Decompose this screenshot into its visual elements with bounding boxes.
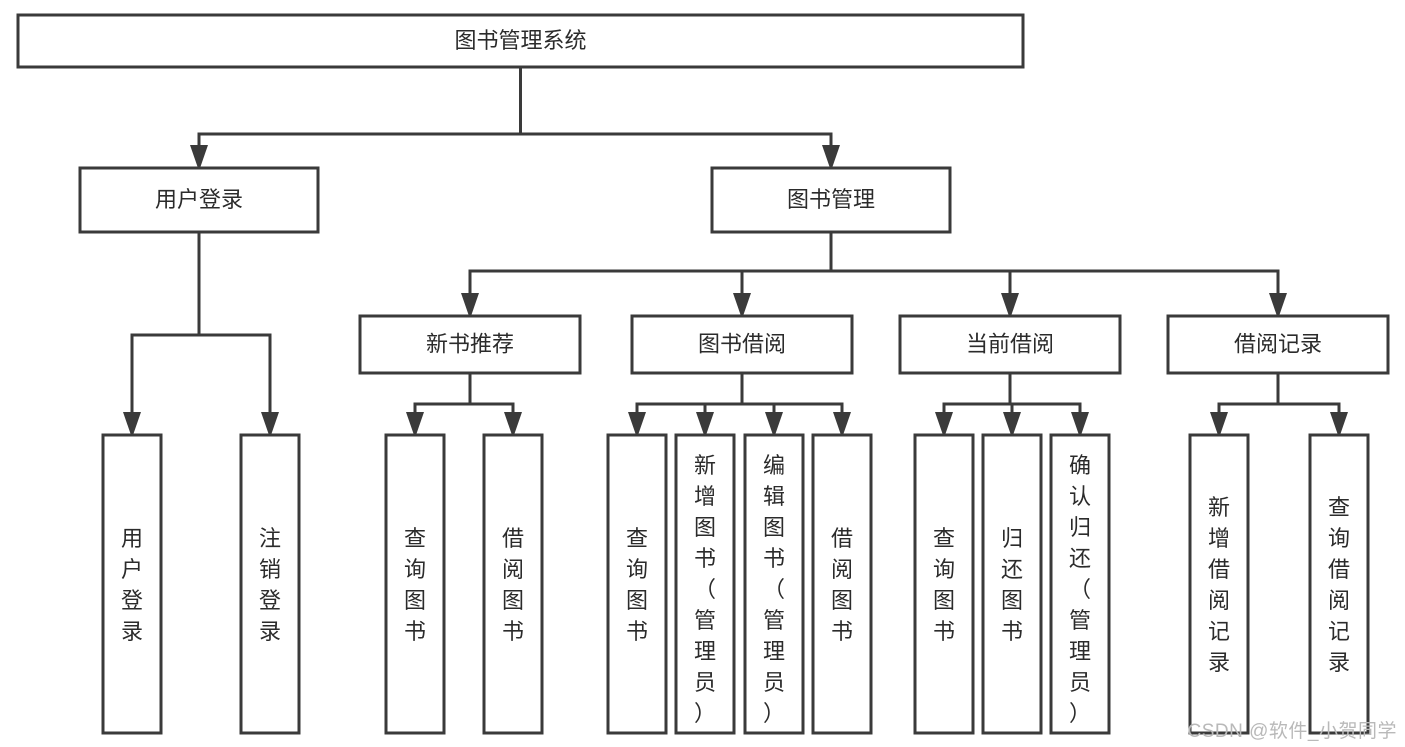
node-box xyxy=(1308,433,1370,735)
arrow-head-icon xyxy=(1330,412,1348,438)
arrow-head-icon xyxy=(1071,412,1089,438)
tree-node-l1_0[interactable]: 用户登录 xyxy=(78,166,320,234)
node-label: 新书推荐 xyxy=(426,331,514,356)
tree-node-leaf_10[interactable]: 确认归还（管理员） xyxy=(1049,433,1111,735)
node-box xyxy=(898,314,1122,375)
node-box xyxy=(101,433,163,735)
watermark-label: CSDN @软件_小贺同学 xyxy=(1187,721,1397,742)
connector-layer xyxy=(123,65,1348,438)
arrow-head-icon xyxy=(822,145,840,171)
arrow-head-icon xyxy=(628,412,646,438)
arrow-head-icon xyxy=(833,412,851,438)
tree-node-l2_2[interactable]: 当前借阅 xyxy=(898,314,1122,375)
node-box xyxy=(981,433,1043,735)
tree-node-l2_3[interactable]: 借阅记录 xyxy=(1166,314,1390,375)
node-box xyxy=(710,166,952,234)
arrow-head-icon xyxy=(504,412,522,438)
tree-node-leaf_3[interactable]: 借阅图书 xyxy=(482,433,544,735)
arrow-head-icon xyxy=(1269,293,1287,319)
tree-node-leaf_8[interactable]: 查询图书 xyxy=(913,433,975,735)
node-box xyxy=(384,433,446,735)
node-box xyxy=(78,166,320,234)
node-box xyxy=(811,433,873,735)
arrow-head-icon xyxy=(461,293,479,319)
tree-node-leaf_2[interactable]: 查询图书 xyxy=(384,433,446,735)
tree-node-l1_1[interactable]: 图书管理 xyxy=(710,166,952,234)
tree-node-leaf_11[interactable]: 新增借阅记录 xyxy=(1188,433,1250,735)
arrow-head-icon xyxy=(406,412,424,438)
node-label: 借阅图书 xyxy=(831,526,853,644)
node-label: 图书借阅 xyxy=(698,331,786,356)
arrow-head-icon xyxy=(1210,412,1228,438)
node-box xyxy=(630,314,854,375)
node-label: 归还图书 xyxy=(1001,526,1023,644)
node-box xyxy=(358,314,582,375)
tree-node-leaf_9[interactable]: 归还图书 xyxy=(981,433,1043,735)
node-label: 查询图书 xyxy=(404,526,426,644)
arrow-head-icon xyxy=(935,412,953,438)
node-label: 查询图书 xyxy=(933,526,955,644)
node-label: 编辑图书（管理员） xyxy=(763,453,785,726)
node-box xyxy=(913,433,975,735)
node-box xyxy=(239,433,301,735)
node-label: 图书管理系统 xyxy=(454,28,586,53)
node-label: 注销登录 xyxy=(259,526,281,644)
tree-node-leaf_12[interactable]: 查询借阅记录 xyxy=(1308,433,1370,735)
tree-node-leaf_6[interactable]: 编辑图书（管理员） xyxy=(743,433,805,735)
arrow-head-icon xyxy=(1003,412,1021,438)
arrow-head-icon xyxy=(123,412,141,438)
tree-node-leaf_5[interactable]: 新增图书（管理员） xyxy=(674,433,736,735)
node-label: 查询借阅记录 xyxy=(1328,495,1350,675)
tree-node-root[interactable]: 图书管理系统 xyxy=(16,13,1025,69)
node-box xyxy=(743,433,805,735)
node-box xyxy=(482,433,544,735)
arrow-head-icon xyxy=(696,412,714,438)
node-label: 确认归还（管理员） xyxy=(1069,453,1091,726)
node-layer: 图书管理系统用户登录图书管理新书推荐图书借阅当前借阅借阅记录用户登录注销登录查询… xyxy=(16,13,1390,735)
arrow-head-icon xyxy=(190,145,208,171)
node-box xyxy=(16,13,1025,69)
arrow-head-icon xyxy=(733,293,751,319)
tree-node-leaf_4[interactable]: 查询图书 xyxy=(606,433,668,735)
node-label: 借阅记录 xyxy=(1234,331,1322,356)
node-label: 当前借阅 xyxy=(966,331,1054,356)
node-label: 借阅图书 xyxy=(502,526,524,644)
arrow-head-icon xyxy=(261,412,279,438)
tree-node-leaf_0[interactable]: 用户登录 xyxy=(101,433,163,735)
arrow-head-icon xyxy=(1001,293,1019,319)
tree-node-l2_1[interactable]: 图书借阅 xyxy=(630,314,854,375)
tree-node-leaf_7[interactable]: 借阅图书 xyxy=(811,433,873,735)
node-label: 查询图书 xyxy=(626,526,648,644)
node-label: 新增图书（管理员） xyxy=(694,453,716,726)
node-box xyxy=(1188,433,1250,735)
tree-node-l2_0[interactable]: 新书推荐 xyxy=(358,314,582,375)
node-label: 用户登录 xyxy=(155,187,243,212)
node-label: 新增借阅记录 xyxy=(1208,495,1230,675)
node-box xyxy=(674,433,736,735)
node-box xyxy=(1049,433,1111,735)
node-label: 用户登录 xyxy=(121,526,143,644)
arrow-head-icon xyxy=(765,412,783,438)
node-box xyxy=(606,433,668,735)
node-label: 图书管理 xyxy=(787,187,875,212)
node-box xyxy=(1166,314,1390,375)
tree-node-leaf_1[interactable]: 注销登录 xyxy=(239,433,301,735)
